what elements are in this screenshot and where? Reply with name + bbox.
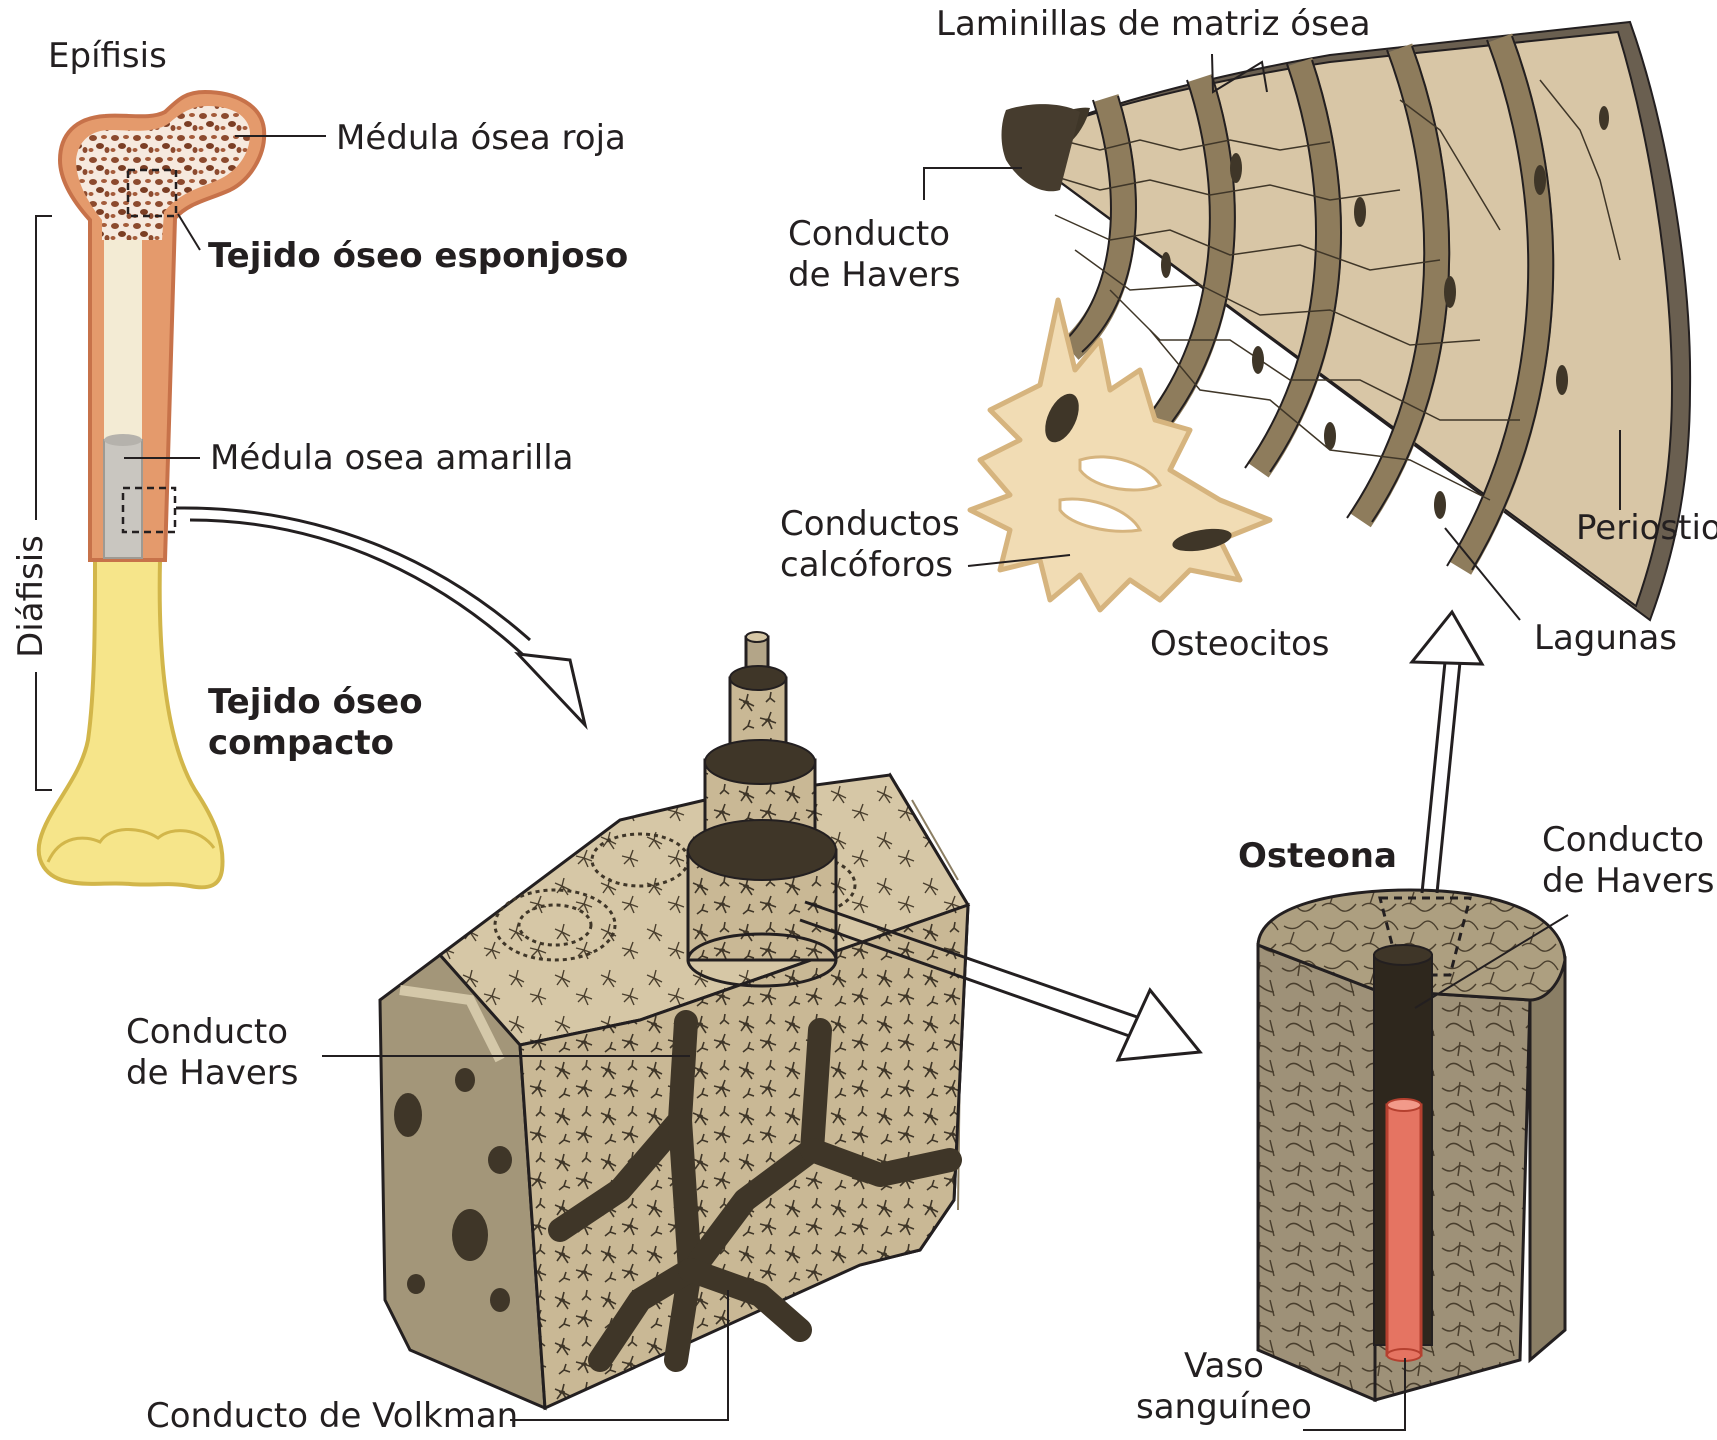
label-volkman: Conducto de Volkman xyxy=(146,1396,518,1437)
arrow-osteon-to-wedge xyxy=(1412,612,1482,893)
label-havers-left-line2: de Havers xyxy=(126,1053,298,1094)
label-osteona: Osteona xyxy=(1238,836,1397,877)
osteon-cutaway xyxy=(1258,890,1565,1400)
label-havers-top-line1: Conducto xyxy=(788,214,960,255)
label-havers-top: Conducto de Havers xyxy=(788,214,960,296)
compact-bone-block xyxy=(380,632,968,1408)
label-tejido-compacto: Tejido óseo compacto xyxy=(208,682,423,764)
label-periostio: Periostio xyxy=(1576,508,1717,549)
label-laminillas: Laminillas de matriz ósea xyxy=(936,4,1371,45)
label-medula-amarilla: Médula osea amarilla xyxy=(210,438,574,479)
label-epifisis: Epífisis xyxy=(48,36,167,77)
label-calcoforos: Conductos calcóforos xyxy=(780,504,960,586)
label-osteocitos: Osteocitos xyxy=(1150,624,1330,665)
label-tejido-esponjoso: Tejido óseo esponjoso xyxy=(208,236,628,277)
label-havers-left-line1: Conducto xyxy=(126,1012,298,1053)
label-tejido-compacto-line2: compacto xyxy=(208,723,423,764)
label-havers-right: Conducto de Havers xyxy=(1542,820,1714,902)
label-vaso-line1: Vaso xyxy=(1136,1346,1312,1387)
label-havers-right-line1: Conducto xyxy=(1542,820,1714,861)
label-vaso-sanguineo: Vaso sanguíneo xyxy=(1136,1346,1312,1428)
osteocytes-illustration xyxy=(970,300,1270,610)
label-medula-roja: Médula ósea roja xyxy=(336,118,626,159)
label-diafisis: Diáfisis xyxy=(11,535,52,658)
label-havers-right-line2: de Havers xyxy=(1542,861,1714,902)
long-bone-illustration xyxy=(36,92,326,887)
label-tejido-compacto-line1: Tejido óseo xyxy=(208,682,423,723)
label-lagunas: Lagunas xyxy=(1534,618,1677,659)
label-vaso-line2: sanguíneo xyxy=(1136,1387,1312,1428)
label-calcoforos-line1: Conductos xyxy=(780,504,960,545)
label-havers-top-line2: de Havers xyxy=(788,255,960,296)
label-calcoforos-line2: calcóforos xyxy=(780,545,960,586)
label-havers-left: Conducto de Havers xyxy=(126,1012,298,1094)
